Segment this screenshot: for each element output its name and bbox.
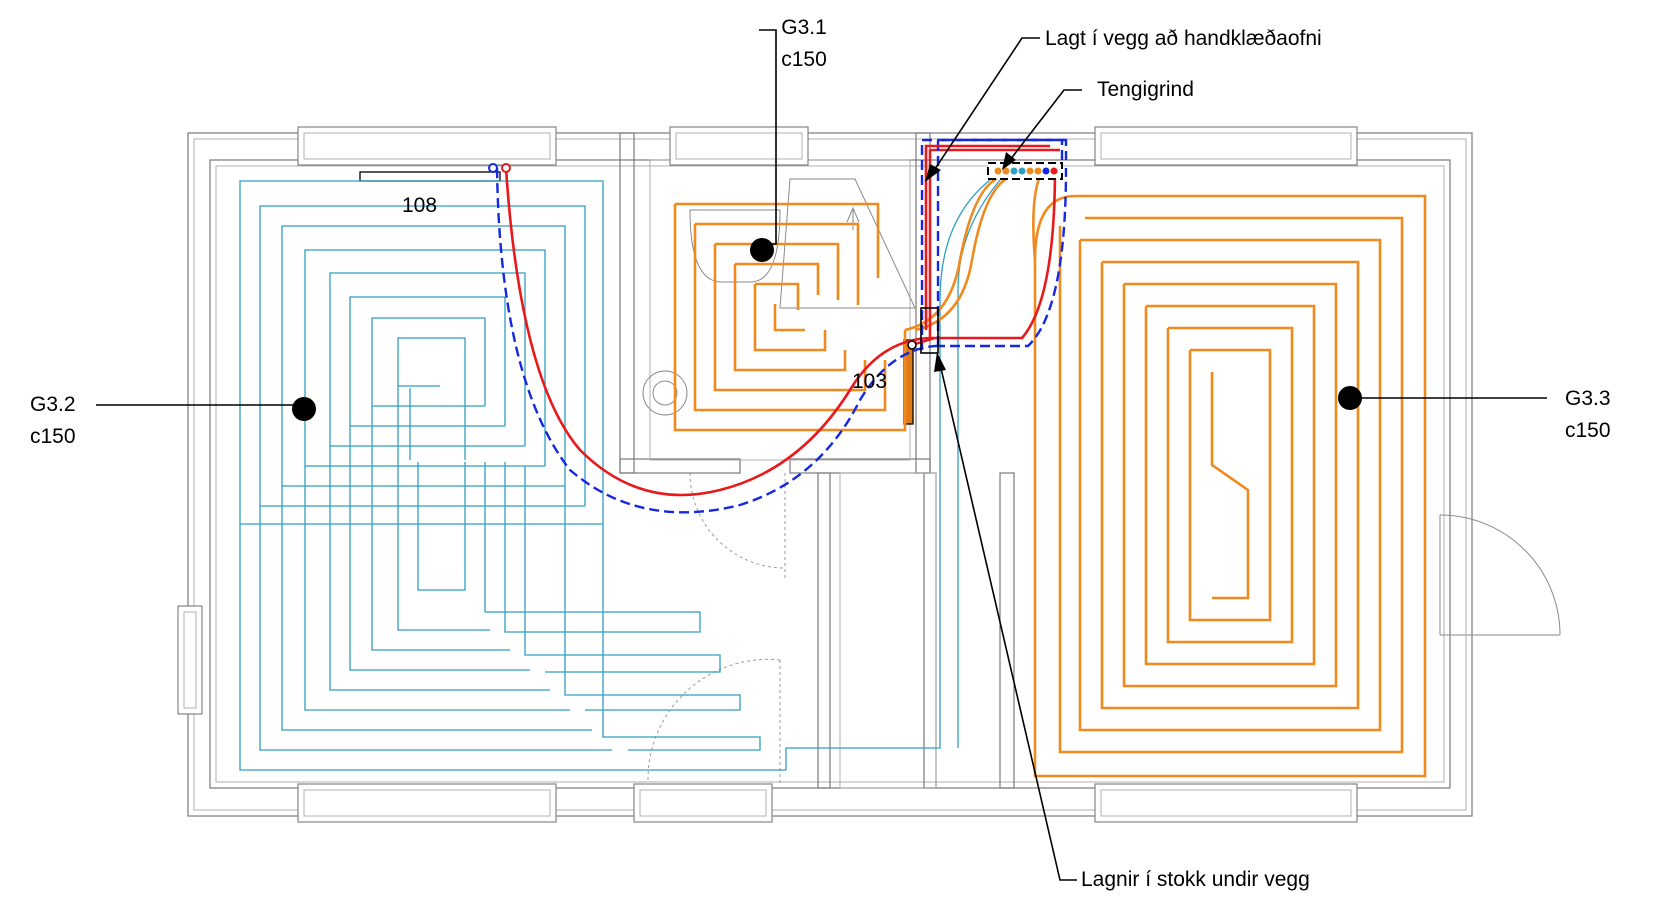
circuit-g3-3-spacing: c150	[1565, 419, 1611, 442]
marker-dot-g3-1	[750, 238, 774, 262]
room-number-108: 108	[402, 194, 437, 217]
leader-lines	[96, 29, 1547, 881]
heating-loop-g3-3	[1032, 175, 1427, 778]
annotation-manifold: Tengigrind	[1097, 78, 1194, 101]
radiators	[359, 171, 914, 425]
supply-return-pipes	[488, 138, 1068, 514]
circuit-g3-2-id: G3.2	[30, 393, 76, 416]
circuit-g3-3-id: G3.3	[1565, 387, 1611, 410]
circuit-g3-1-id: G3.1	[781, 16, 827, 39]
room-number-103: 103	[852, 370, 887, 393]
duct-box	[920, 307, 939, 354]
marker-dot-g3-3	[1338, 386, 1362, 410]
heating-loop-g3-1	[673, 174, 1013, 432]
manifold	[987, 162, 1063, 180]
annotation-towel-rail: Lagt í vegg að handklæðaofni	[1045, 27, 1322, 50]
marker-dot-g3-2	[292, 397, 316, 421]
labels: G3.1 c150 G3.2 c150 G3.3 c150 108 103 La…	[30, 16, 1611, 891]
windows	[177, 126, 1358, 823]
building-walls	[187, 132, 1473, 817]
circuit-g3-1-spacing: c150	[781, 48, 827, 71]
doors	[647, 472, 1561, 785]
circuit-g3-2-spacing: c150	[30, 425, 76, 448]
heating-loop-g3-2	[239, 179, 1001, 771]
annotation-pipes-in-duct: Lagnir í stokk undir vegg	[1081, 868, 1310, 891]
